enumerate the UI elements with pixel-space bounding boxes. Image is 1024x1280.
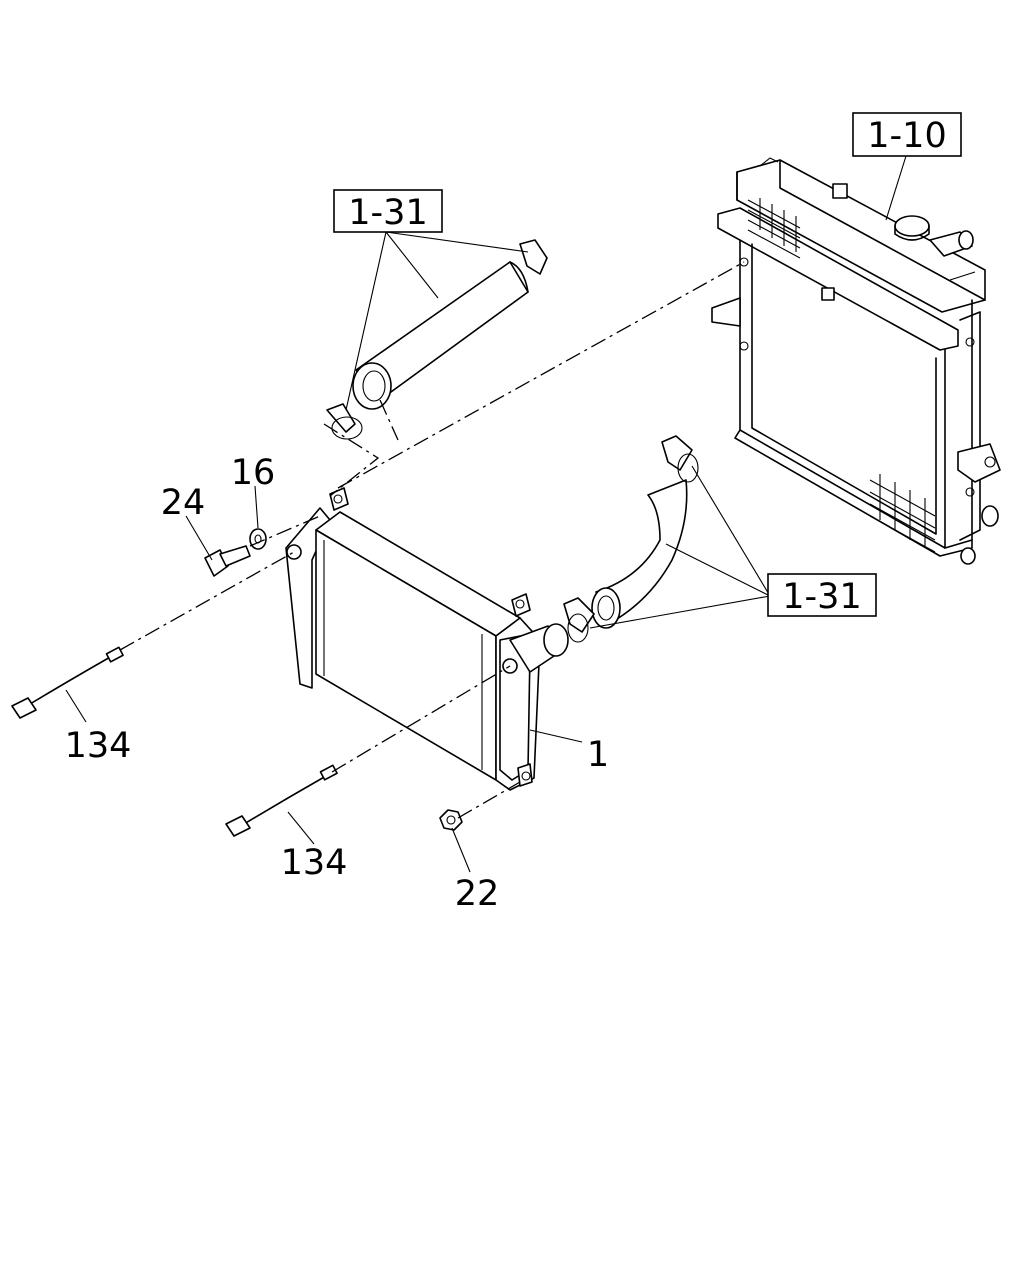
lower-hose [563, 435, 699, 643]
svg-text:1-10: 1-10 [867, 116, 946, 156]
label-nut: 22 [455, 874, 500, 914]
harness-upper [11, 646, 124, 719]
intercooler [285, 487, 569, 791]
label-harness-upper: 134 [65, 726, 132, 766]
svg-text:1-31: 1-31 [348, 193, 427, 233]
label-upper-hose: 1-31 [333, 189, 443, 233]
label-washer: 16 [231, 453, 276, 493]
harness-lower [225, 764, 338, 837]
label-bolt: 24 [161, 483, 206, 523]
washer [249, 528, 267, 550]
leader-lines [65, 155, 907, 873]
label-intercooler: 1 [587, 735, 609, 775]
bolt [204, 545, 251, 577]
label-lower-hose: 1-31 [767, 573, 877, 617]
upper-hose [326, 239, 548, 440]
label-harness-lower: 134 [281, 843, 348, 883]
nut [439, 809, 463, 831]
svg-text:1-31: 1-31 [782, 577, 861, 617]
radiator [711, 157, 1001, 565]
label-radiator: 1-10 [852, 112, 962, 157]
assembly-lines [119, 261, 745, 819]
